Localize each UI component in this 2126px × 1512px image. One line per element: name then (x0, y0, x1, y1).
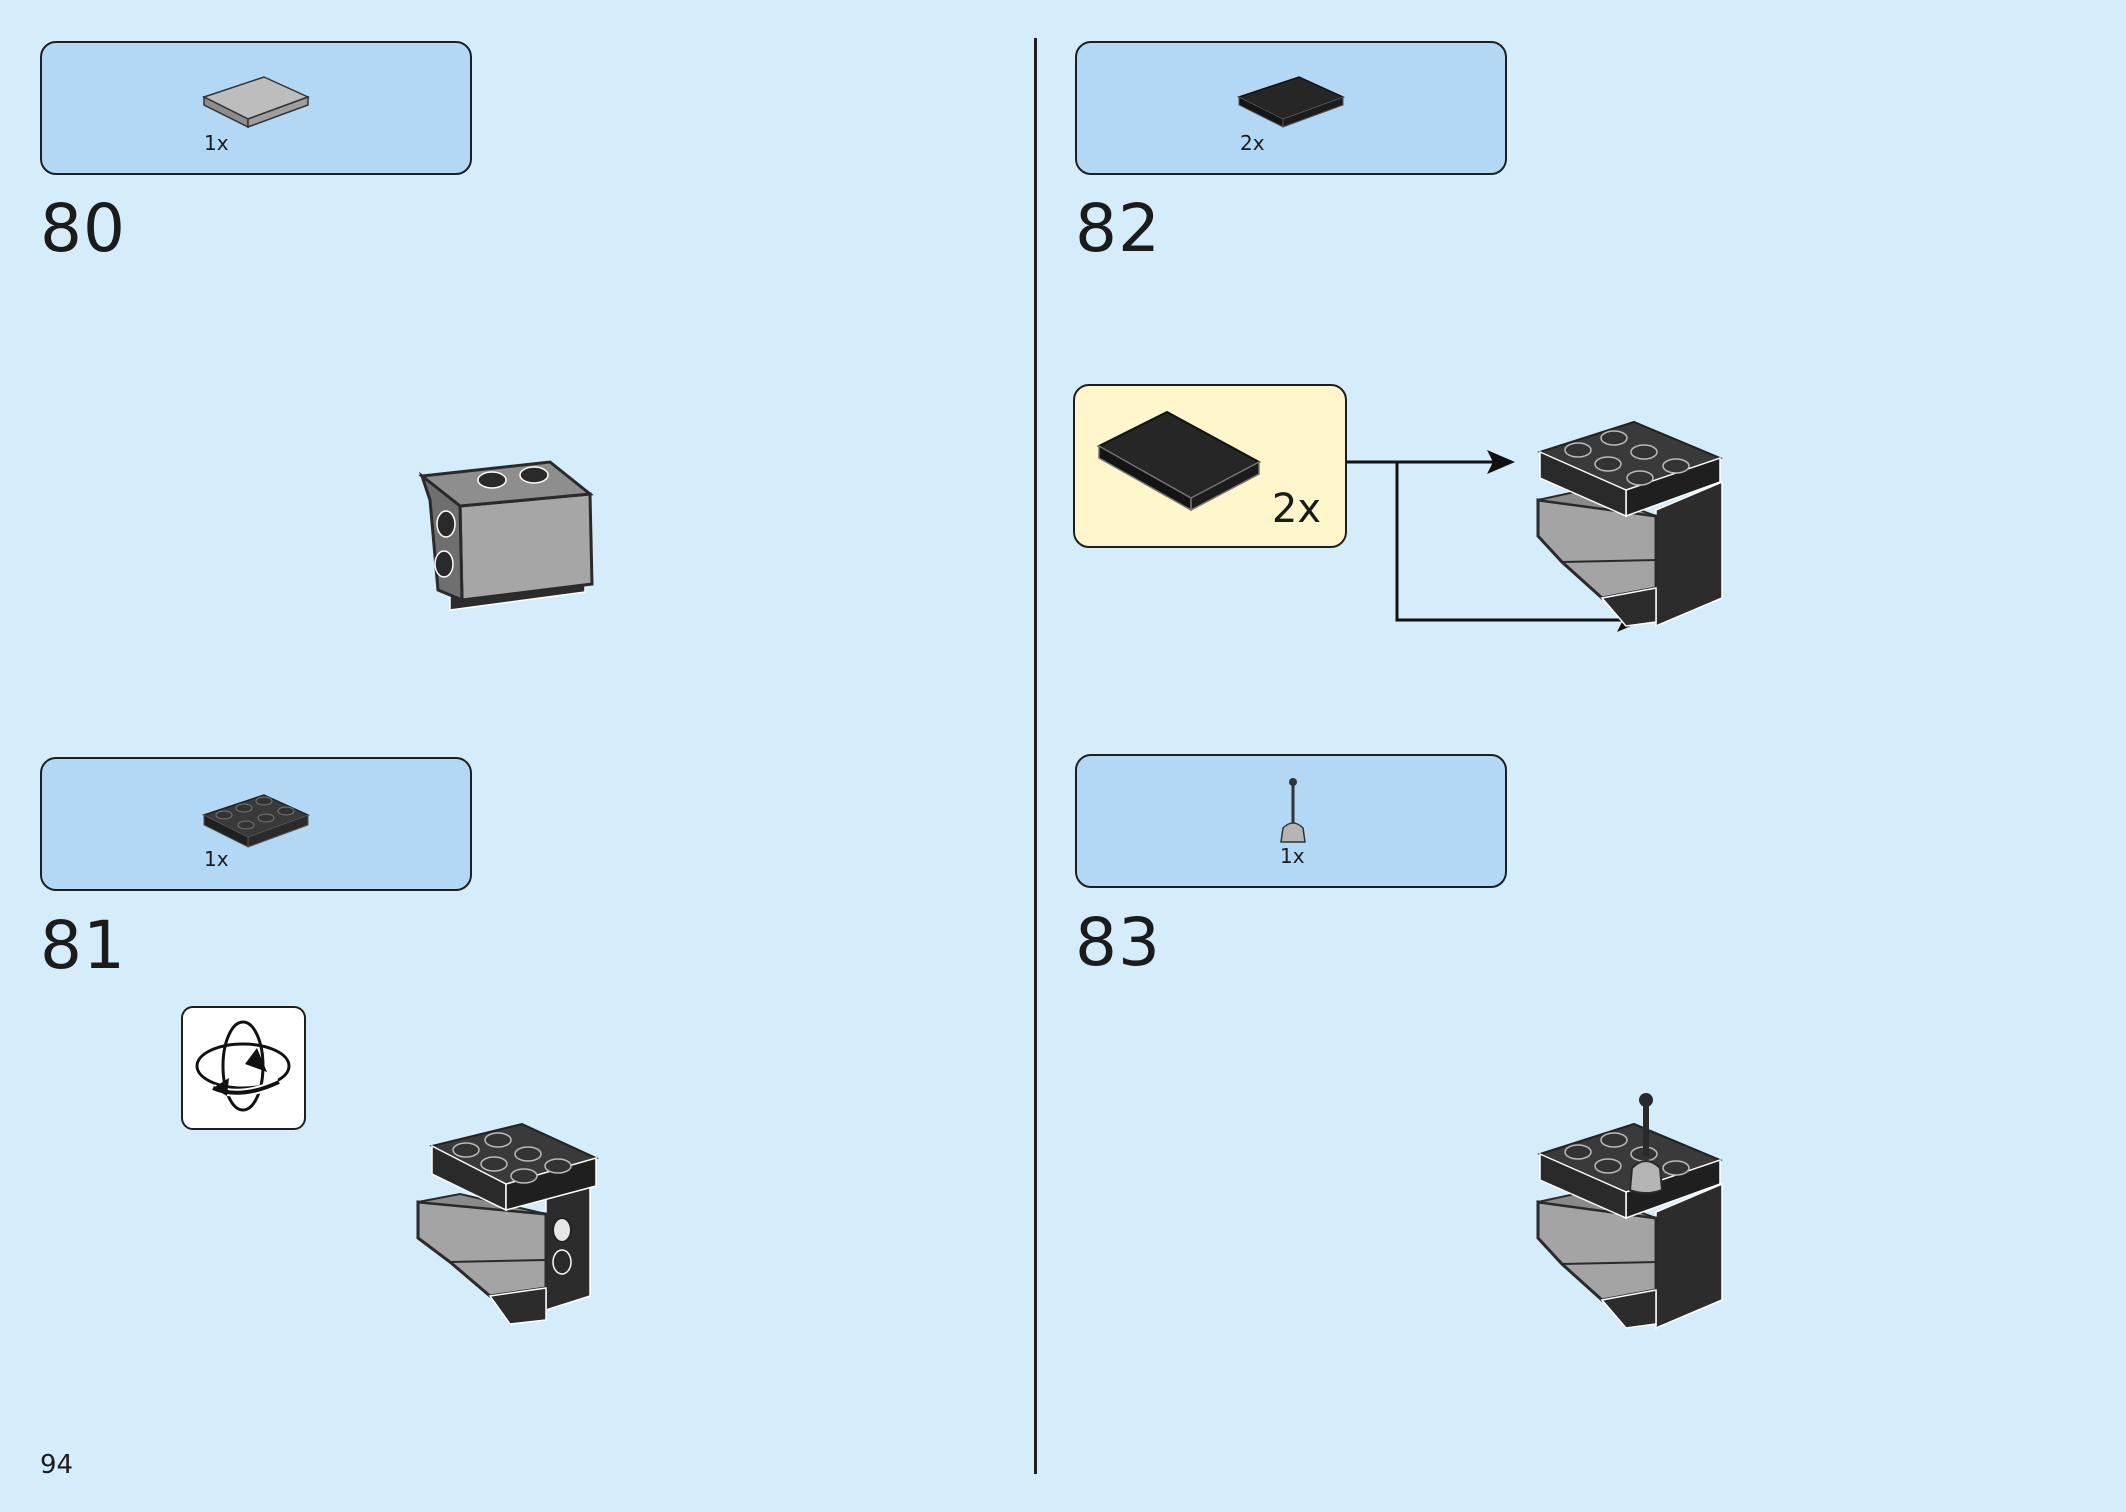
antenna-icon (1280, 778, 1306, 843)
step-number-83: 83 (1075, 904, 1161, 981)
model-step-80 (418, 460, 594, 611)
plate-2x3-black-icon (202, 794, 310, 848)
part-quantity: 1x (204, 131, 229, 155)
part-quantity: 1x (1280, 844, 1305, 868)
tile-black-callout-icon (1096, 410, 1262, 512)
tile-black-icon (1237, 76, 1345, 128)
model-step-81 (416, 1122, 599, 1325)
part-quantity: 2x (1240, 131, 1265, 155)
parts-list-step-83: 1x (1075, 754, 1507, 888)
page-divider (1034, 38, 1037, 1474)
part-quantity: 1x (204, 847, 229, 871)
step-number-80: 80 (40, 190, 126, 267)
step-number-81: 81 (40, 907, 126, 984)
parts-list-step-81: 1x (40, 757, 472, 891)
rotate-model-indicator (181, 1006, 306, 1130)
model-step-82 (1536, 420, 1723, 628)
step-number-82: 82 (1075, 190, 1161, 267)
rotate-arrows-icon (195, 1020, 291, 1112)
callout-quantity: 2x (1271, 486, 1321, 532)
model-step-83 (1536, 1093, 1723, 1330)
tile-gray-icon (202, 76, 310, 129)
sub-assembly-callout: 2x (1073, 384, 1347, 548)
page-number: 94 (40, 1450, 74, 1480)
parts-list-step-82: 2x (1075, 41, 1507, 175)
parts-list-step-80: 1x (40, 41, 472, 175)
